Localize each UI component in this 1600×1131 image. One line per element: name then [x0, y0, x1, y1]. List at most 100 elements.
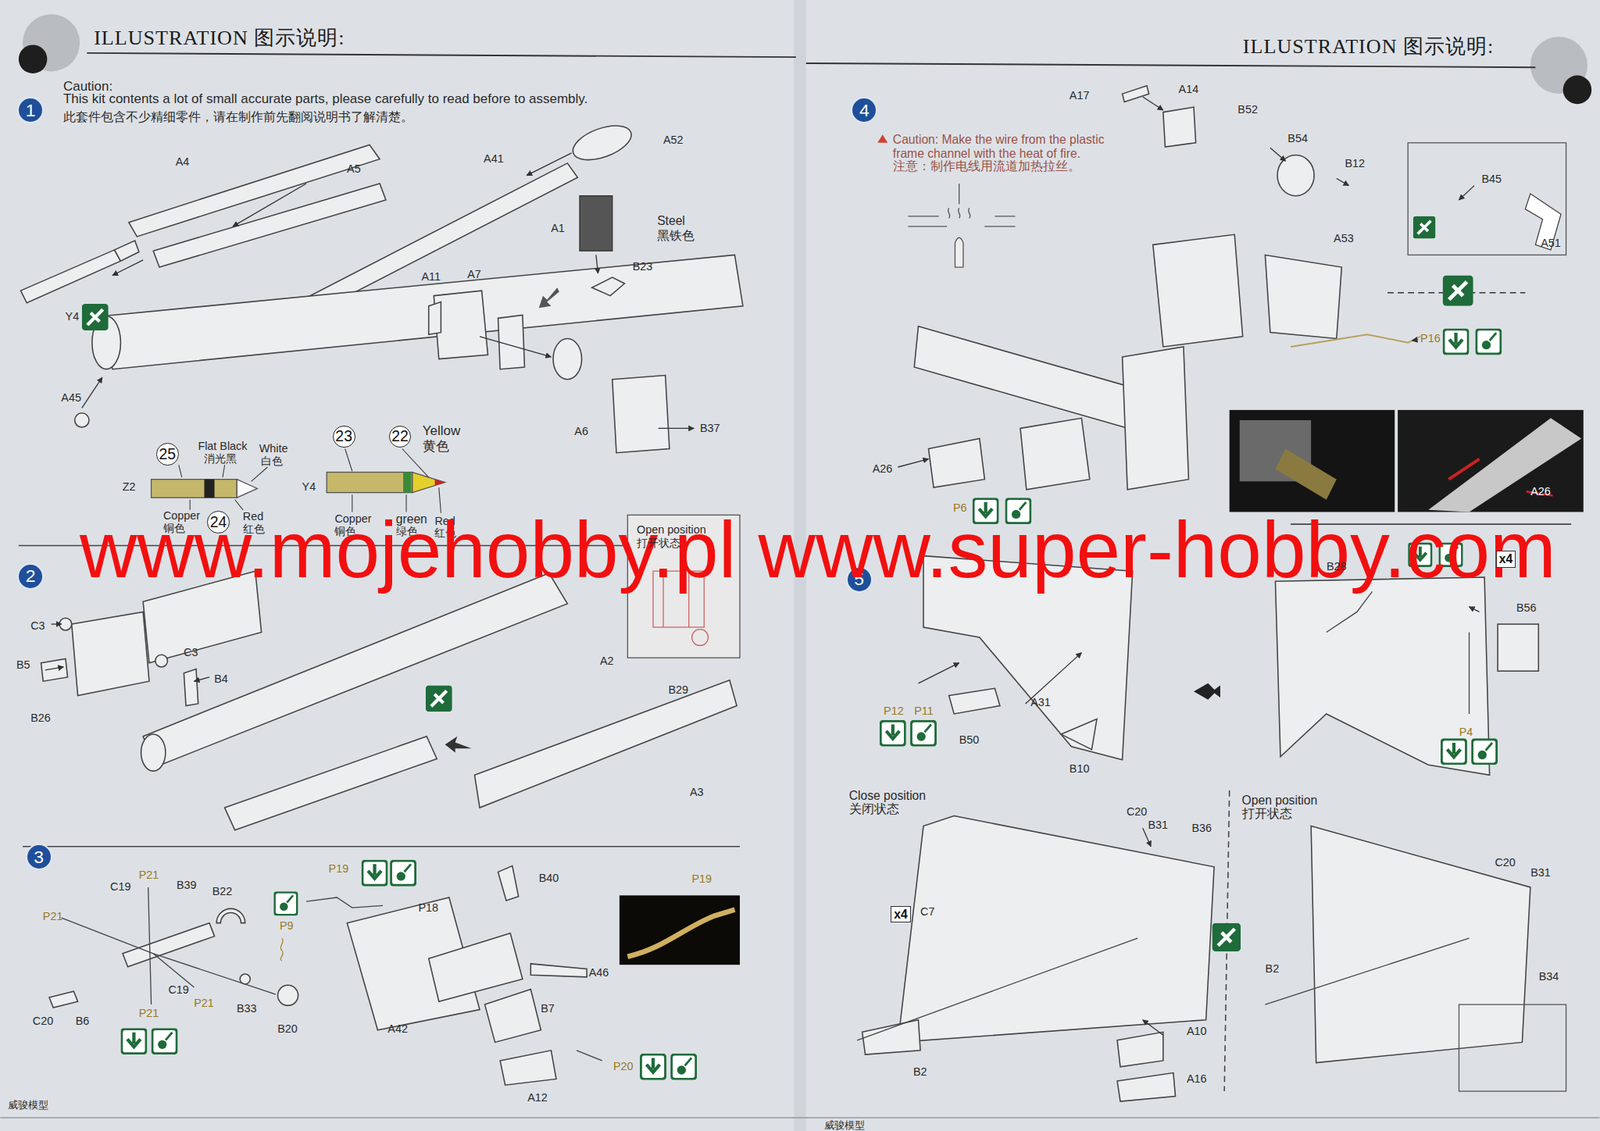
part-label: B29: [668, 684, 690, 697]
part-label: Y4: [302, 481, 317, 494]
part-label: A42: [387, 1023, 408, 1036]
step-number: 2: [17, 563, 44, 590]
part-label: B56: [1516, 602, 1537, 615]
part-label: A7: [467, 268, 482, 282]
part-label: C19: [168, 984, 190, 997]
part-label: Yellow: [422, 424, 461, 440]
part-label: This kit contents a lot of small accurat…: [63, 92, 588, 108]
etched-part-label: P16: [1420, 332, 1441, 346]
part-label: B50: [959, 734, 980, 747]
watermark: www.mojehobby.pl www.super-hobby.com: [79, 507, 1557, 595]
part-label: A26: [872, 463, 893, 476]
etched-part-label: P12: [883, 705, 904, 718]
part-label: C20: [32, 1015, 54, 1029]
part-label: A1: [550, 222, 565, 236]
part-label: A12: [527, 1092, 548, 1105]
step-number: 1: [17, 96, 44, 124]
part-label: B34: [1539, 971, 1560, 984]
part-label: 黄色: [422, 439, 450, 455]
caution-note: 注意：制作电线用流道加热拉丝。: [892, 159, 1134, 174]
color-callout: 22: [389, 425, 412, 449]
etched-part-label: P21: [139, 1007, 160, 1021]
etched-part-label: P20: [613, 1060, 634, 1074]
etched-part-label: P19: [692, 873, 713, 886]
quantity-box: x4: [1496, 550, 1516, 568]
part-label: C3: [30, 620, 45, 633]
part-label: B12: [1344, 157, 1365, 171]
part-label: Open position: [1242, 793, 1318, 808]
part-label: C7: [920, 906, 935, 919]
part-label: B54: [1287, 132, 1308, 146]
part-label: 威骏模型: [7, 1100, 49, 1111]
node-text: 25: [158, 446, 176, 462]
part-label: B33: [236, 1003, 258, 1016]
part-label: A53: [1333, 232, 1354, 246]
etched-part-label: P6: [953, 502, 968, 515]
part-label: 威骏模型: [824, 1120, 865, 1131]
part-label: C20: [1126, 806, 1147, 819]
node-text: 2: [25, 567, 36, 586]
part-label: 此套件包含不少精细零件，请在制作前先翻阅说明书了解清楚。: [63, 110, 414, 124]
etched-part-label: P11: [914, 705, 933, 718]
part-label: B36: [1192, 822, 1213, 836]
part-label: A2: [600, 655, 615, 668]
etched-part-label: P21: [42, 910, 64, 924]
part-label: B31: [1147, 819, 1168, 833]
part-label: 打开状态: [1242, 807, 1293, 821]
page-header: ILLUSTRATION 图示说明:: [93, 27, 345, 50]
step-number: 3: [25, 843, 53, 871]
part-label: B52: [1237, 103, 1258, 117]
part-label: B5: [16, 659, 31, 672]
color-callout: 23: [332, 425, 356, 449]
page-header: ILLUSTRATION 图示说明:: [1242, 35, 1494, 59]
node-text: 1: [25, 101, 36, 120]
part-label: A11: [421, 271, 440, 284]
part-label: A16: [1186, 1073, 1208, 1086]
node-text: 3: [33, 848, 44, 867]
part-label: C20: [1494, 857, 1515, 870]
part-label: A51: [1540, 237, 1561, 250]
quantity-box: x4: [890, 906, 911, 923]
etched-part-label: P21: [139, 869, 160, 883]
part-label: 黑铁色: [657, 228, 695, 243]
part-label: A31: [1030, 696, 1051, 710]
part-label: B10: [1069, 763, 1090, 776]
part-label: B2: [913, 1066, 928, 1079]
etched-part-label: P4: [1459, 726, 1474, 740]
part-label: Flat Black: [197, 440, 247, 454]
part-label: A6: [574, 425, 589, 439]
part-label: B4: [214, 673, 229, 686]
part-label: A41: [483, 153, 504, 166]
part-label: P18: [418, 902, 440, 915]
part-label: A14: [1178, 83, 1200, 97]
part-label: A45: [60, 392, 82, 405]
part-label: Close position: [849, 789, 926, 803]
part-label: A17: [1069, 89, 1090, 103]
part-label: B39: [176, 879, 197, 893]
part-label: Z2: [122, 481, 136, 494]
part-label: B31: [1530, 867, 1551, 880]
part-label: B22: [212, 885, 233, 899]
etched-part-label: P19: [328, 863, 350, 876]
part-label: A46: [589, 967, 610, 980]
node-text: 4: [859, 101, 870, 120]
part-label: 打开状态: [636, 537, 681, 550]
etched-part-label: P9: [279, 920, 294, 933]
part-label: 白色: [260, 455, 283, 468]
part-label: B40: [539, 872, 560, 886]
part-label: A3: [689, 786, 704, 800]
part-label: B45: [1481, 173, 1502, 186]
part-label: 消光黑: [203, 453, 237, 466]
node-text: 22: [391, 428, 409, 444]
part-label: B23: [632, 260, 654, 274]
part-label: 关闭状态: [849, 802, 900, 816]
part-label: A26: [1530, 485, 1551, 499]
part-label: B7: [540, 1003, 555, 1016]
step-number: 4: [850, 96, 878, 124]
color-callout: 25: [156, 442, 179, 466]
part-label: B6: [75, 1015, 90, 1029]
part-label: White: [259, 442, 289, 456]
part-label: Steel: [657, 214, 686, 228]
part-label: B37: [700, 422, 721, 436]
part-label: B26: [30, 712, 51, 725]
